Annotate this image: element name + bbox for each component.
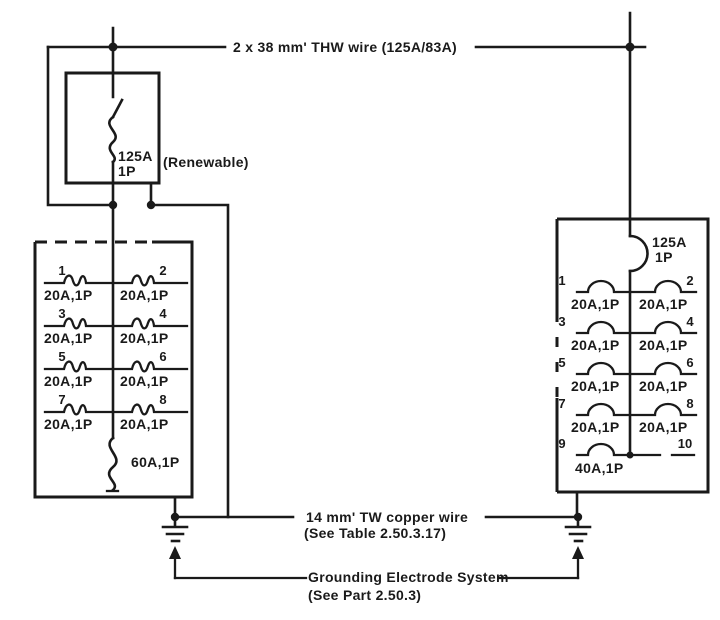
main-breaker-symbol: [628, 234, 649, 273]
circuit-number: 5: [58, 349, 65, 364]
circuit-number: 7: [558, 396, 565, 411]
circuit-rating: 20A,1P: [639, 378, 688, 394]
circuit-number: 7: [58, 392, 65, 407]
up-arrow-icon: [169, 546, 181, 559]
tw-wire-label-line1: 14 mm' TW copper wire: [306, 509, 468, 525]
circuit-5-fuse-symbol: [43, 360, 115, 373]
circuit-7-fuse-symbol: [43, 403, 115, 416]
circuit-rating: 20A,1P: [120, 287, 169, 303]
circuit-number: 2: [159, 263, 166, 278]
neutral-run-conductor: [149, 203, 230, 519]
circuit-rating: 20A,1P: [44, 330, 93, 346]
circuit-4-fuse-symbol: [111, 317, 189, 330]
circuit-number: 8: [159, 392, 166, 407]
circuit-number: 8: [686, 396, 693, 411]
circuit-number: 6: [686, 355, 693, 370]
circuit-9-breaker-symbol: [575, 442, 662, 457]
left-panelboard: 60A,1P 1 2 3 4 5 6 7 8 20A,1P 20A,1P 20A…: [33, 240, 194, 499]
fuse-squiggle-symbol: [108, 115, 117, 164]
circuit-1-fuse-symbol: [43, 274, 115, 287]
circuit-rating: 20A,1P: [571, 296, 620, 312]
circuit-1-2-breaker-symbols: [575, 279, 698, 294]
grounding-electrode-label-line2: (See Part 2.50.3): [308, 587, 421, 603]
junction-dot: [108, 42, 118, 52]
circuit-2-fuse-symbol: [111, 274, 189, 287]
circuit-rating: 20A,1P: [571, 419, 620, 435]
circuit-number: 4: [159, 306, 167, 321]
left-panel-outline: [33, 240, 194, 499]
circuit-number: 10: [678, 436, 692, 451]
circuit-number: 3: [558, 314, 565, 329]
circuit-number: 9: [558, 436, 565, 451]
junction-dot: [108, 200, 118, 210]
thw-wire-label: 2 x 38 mm' THW wire (125A/83A): [233, 39, 457, 55]
main-fuse-pole-label: 1P: [118, 163, 136, 179]
right-panelboard: 125A 1P 1 2 3 4 5 6 7 8 9 10 20A,1P 20A,…: [555, 217, 710, 494]
main-breaker-pole-label: 1P: [655, 249, 673, 265]
tw-wire-label-line2: (See Table 2.50.3.17): [304, 525, 446, 541]
circuit-rating: 20A,1P: [639, 419, 688, 435]
circuit-6-fuse-symbol: [111, 360, 189, 373]
circuit-rating: 20A,1P: [571, 337, 620, 353]
grounding-electrode-label-line1: Grounding Electrode System: [308, 569, 509, 585]
earth-ground-icon: [161, 515, 189, 543]
grounding-callout: [169, 546, 584, 580]
circuit-rating: 20A,1P: [44, 373, 93, 389]
main-fuse-rating-label: 125A: [118, 148, 153, 164]
circuit-7-8-breaker-symbols: [575, 402, 698, 417]
junction-dot: [146, 200, 156, 210]
bypass-conductor: [46, 45, 115, 207]
circuit-3-4-breaker-symbols: [575, 320, 698, 335]
junction-dot: [626, 451, 634, 459]
circuit-number: 5: [558, 355, 565, 370]
circuit-5-6-breaker-symbols: [575, 361, 698, 376]
circuit-rating: 20A,1P: [120, 416, 169, 432]
feeder-fuse-rating-label: 60A,1P: [131, 454, 180, 470]
switch-blade-symbol: [111, 98, 124, 119]
circuit-rating: 20A,1P: [120, 373, 169, 389]
circuit-rating: 20A,1P: [120, 330, 169, 346]
circuit-number: 2: [686, 273, 693, 288]
circuit-rating: 40A,1P: [575, 460, 624, 476]
circuit-rating: 20A,1P: [44, 416, 93, 432]
junction-dot: [625, 42, 635, 52]
circuit-number: 1: [58, 263, 65, 278]
main-fuse-box: 125A 1P (Renewable): [64, 71, 249, 519]
circuit-rating: 20A,1P: [639, 296, 688, 312]
renewable-note-label: (Renewable): [163, 154, 249, 170]
circuit-number: 4: [686, 314, 694, 329]
service-conductors: 2 x 38 mm' THW wire (125A/83A): [46, 11, 647, 221]
circuit-rating: 20A,1P: [44, 287, 93, 303]
circuit-rating: 20A,1P: [639, 337, 688, 353]
grounding-system: 14 mm' TW copper wire (See Table 2.50.3.…: [161, 490, 592, 603]
circuit-number: 1: [558, 273, 565, 288]
circuit-3-fuse-symbol: [43, 317, 115, 330]
main-breaker-rating-label: 125A: [652, 234, 687, 250]
circuit-number: 3: [58, 306, 65, 321]
feeder-fuse-squiggle-symbol: [107, 436, 118, 492]
up-arrow-icon: [572, 546, 584, 559]
circuit-rating: 20A,1P: [571, 378, 620, 394]
circuit-8-fuse-symbol: [111, 403, 189, 416]
circuit-number: 6: [159, 349, 166, 364]
right-panel-outline: [557, 217, 710, 494]
earth-ground-icon: [564, 515, 592, 543]
